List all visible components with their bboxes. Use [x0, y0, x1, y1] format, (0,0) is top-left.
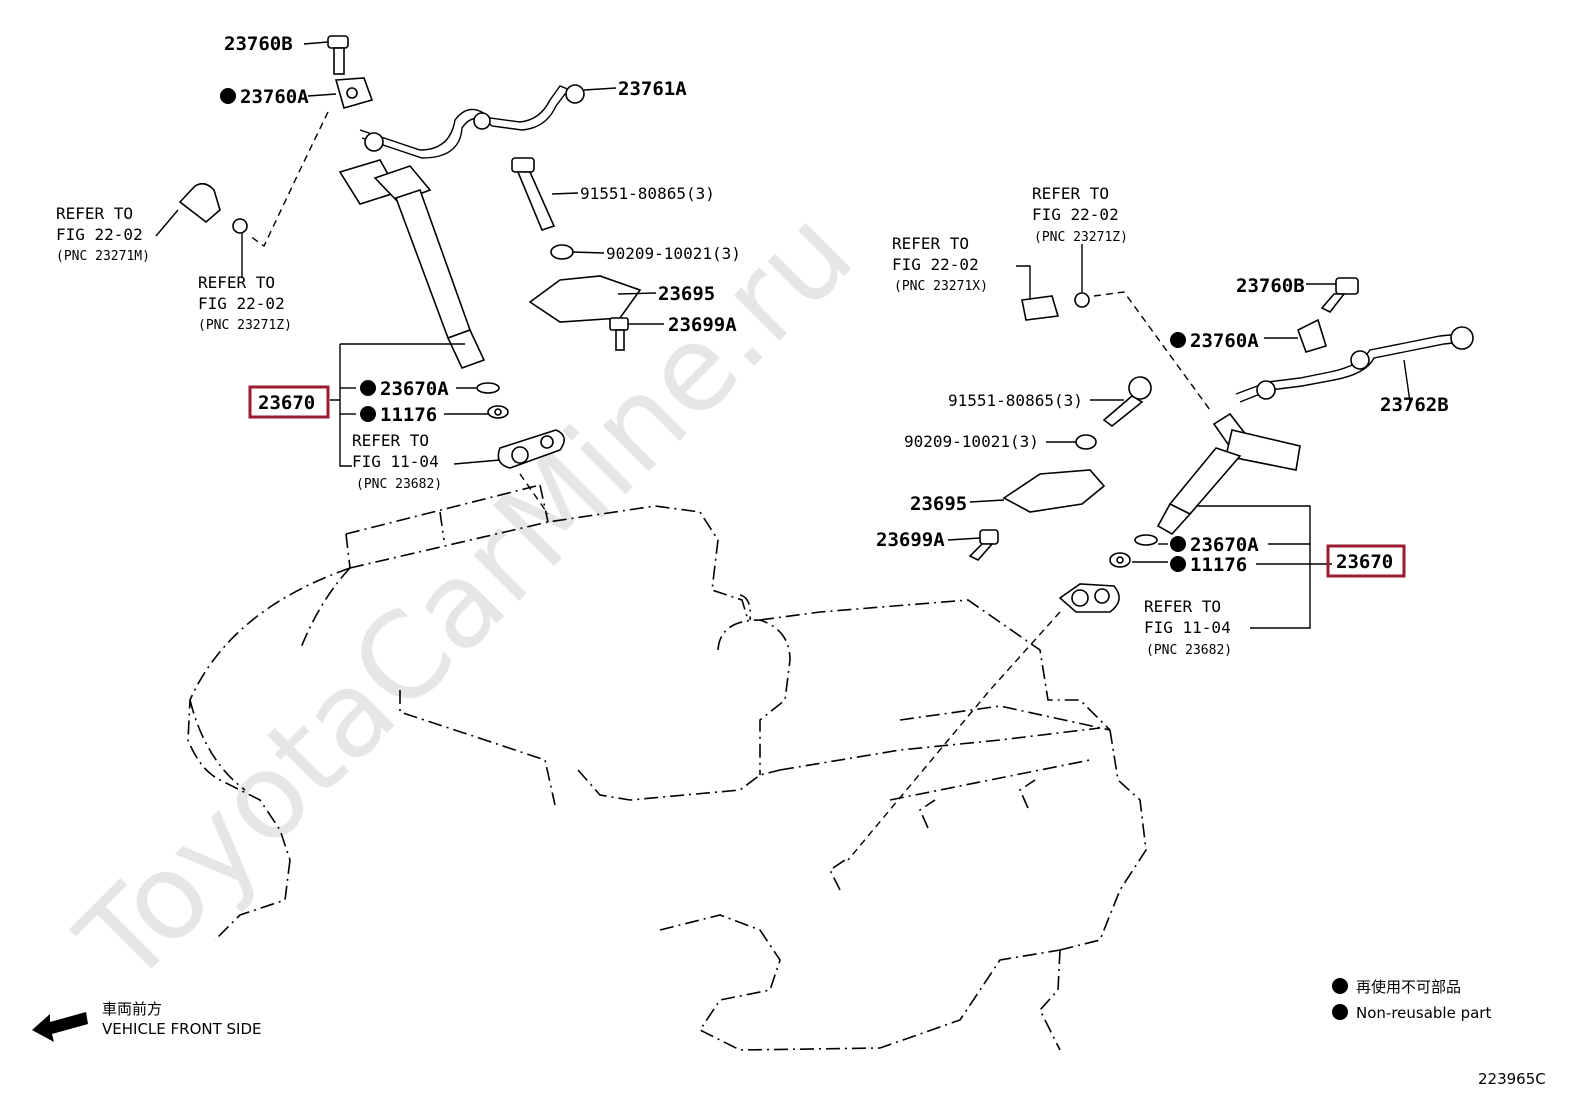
label-23670A-left: 23670A — [380, 378, 449, 400]
ref-x-line1: REFER TO — [892, 234, 969, 253]
ref-seal-line3: (PNC 23682) — [356, 477, 442, 492]
non-reusable-dot — [1170, 332, 1186, 348]
ref-seal-r-line1: REFER TO — [1144, 597, 1221, 616]
label-23695-right: 23695 — [910, 493, 967, 515]
label-23670-left: 23670 — [258, 392, 315, 414]
label-90209-right: 90209-10021(3) — [904, 432, 1039, 451]
front-jp: 車両前方 — [102, 1000, 162, 1018]
label-91551-right: 91551-80865(3) — [948, 391, 1083, 410]
non-reusable-dot — [220, 88, 236, 104]
ref-z-line2: FIG 22-02 — [198, 294, 285, 313]
ref-m-line3: (PNC 23271M) — [56, 249, 150, 264]
label-23695-left: 23695 — [658, 283, 715, 305]
label-23762B: 23762B — [1380, 394, 1449, 416]
legend-en: Non-reusable part — [1356, 1004, 1491, 1022]
non-reusable-dot — [360, 380, 376, 396]
right-labels: REFER TO FIG 22-02 (PNC 23271Z) REFER TO… — [876, 184, 1449, 658]
legend-dot-icon — [1332, 978, 1348, 994]
ref-seal-r-line2: FIG 11-04 — [1144, 618, 1231, 637]
non-reusable-dot — [360, 406, 376, 422]
vehicle-front-indicator: 車両前方 VEHICLE FRONT SIDE — [32, 1000, 262, 1042]
legend-jp: 再使用不可部品 — [1356, 978, 1461, 996]
label-23699A-left: 23699A — [668, 314, 737, 336]
left-parts — [178, 35, 642, 469]
leader-lines — [155, 41, 1411, 629]
label-11176-right: 11176 — [1190, 554, 1247, 576]
ref-z-r-line1: REFER TO — [1032, 184, 1109, 203]
legend-dot-icon — [1332, 1004, 1348, 1020]
label-23760B-left: 23760B — [224, 33, 293, 55]
label-11176-left: 11176 — [380, 404, 437, 426]
ref-seal-line2: FIG 11-04 — [352, 452, 439, 471]
highlight-23670-right — [1326, 544, 1406, 578]
dashed-lines — [249, 111, 1211, 861]
label-23760A-left: 23760A — [240, 86, 309, 108]
ref-x-line2: FIG 22-02 — [892, 255, 979, 274]
front-en: VEHICLE FRONT SIDE — [102, 1020, 262, 1038]
ref-m-line2: FIG 22-02 — [56, 225, 143, 244]
legend: 再使用不可部品 Non-reusable part — [1332, 978, 1491, 1022]
ref-m-line1: REFER TO — [56, 204, 133, 223]
ref-z-line1: REFER TO — [198, 273, 275, 292]
highlight-23670-left — [248, 385, 330, 419]
label-90209-left: 90209-10021(3) — [606, 244, 741, 263]
ref-z-r-line3: (PNC 23271Z) — [1034, 230, 1128, 245]
left-labels: 23760B 23760A 23761A 91551-80865(3) 9020… — [56, 33, 741, 492]
front-arrow-icon — [32, 1012, 88, 1042]
watermark: ToyotaCarMine.ru — [52, 183, 879, 1010]
ref-x-line3: (PNC 23271X) — [894, 279, 988, 294]
label-23760A-right: 23760A — [1190, 330, 1259, 352]
label-23760B-right: 23760B — [1236, 275, 1305, 297]
ref-z-r-line2: FIG 22-02 — [1032, 205, 1119, 224]
ref-seal-line1: REFER TO — [352, 431, 429, 450]
label-23761A: 23761A — [618, 78, 687, 100]
right-parts — [968, 277, 1474, 613]
ref-z-line3: (PNC 23271Z) — [198, 318, 292, 333]
non-reusable-dot — [1170, 556, 1186, 572]
non-reusable-dot — [1170, 536, 1186, 552]
label-23670-right: 23670 — [1336, 551, 1393, 573]
ref-seal-r-line3: (PNC 23682) — [1146, 643, 1232, 658]
figure-id: 223965C — [1478, 1070, 1546, 1088]
label-23670A-right: 23670A — [1190, 534, 1259, 556]
label-91551-left: 91551-80865(3) — [580, 184, 715, 203]
label-23699A-right: 23699A — [876, 529, 945, 551]
engine-outline — [187, 484, 1147, 1051]
